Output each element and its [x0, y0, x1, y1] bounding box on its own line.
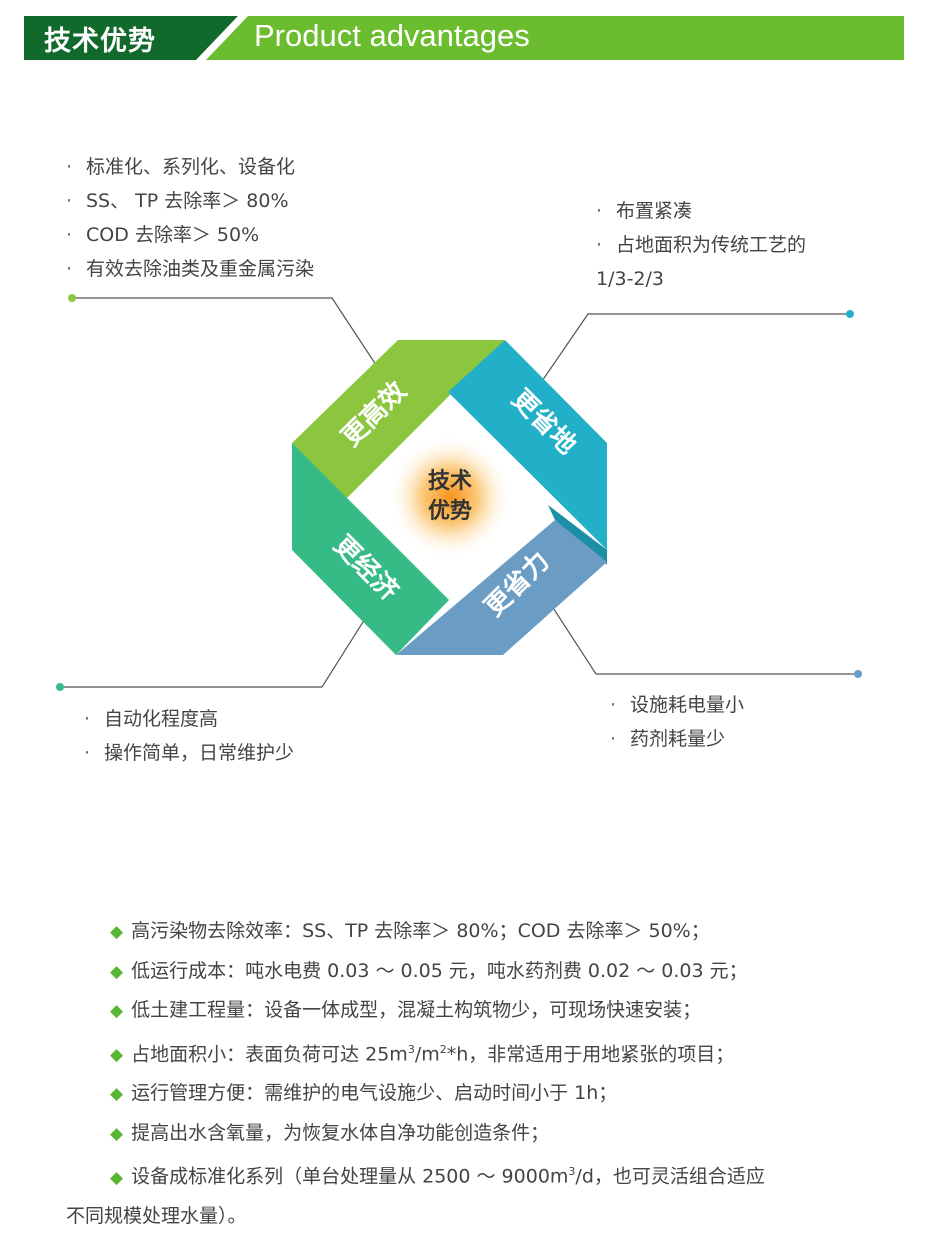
diamond-bullet-icon: ◆ [110, 1001, 124, 1021]
connector-lines [56, 294, 862, 691]
list-item: ·占地面积为传统工艺的 [596, 234, 807, 256]
callout-bottom-right: ·设施耗电量小 ·药剂耗量少 [610, 688, 744, 756]
diagram-segments [292, 340, 607, 655]
list-item: ·有效去除油类及重金属污染 [66, 258, 315, 280]
list-item: ·操作简单，日常维护少 [84, 742, 295, 764]
segment-space-saving [448, 340, 607, 550]
diamond-bullet-icon: ◆ [110, 961, 124, 982]
list-item: ·自动化程度高 [84, 708, 219, 730]
list-item: ·COD 去除率＞ 50% [66, 224, 260, 246]
banner-shape [24, 16, 904, 60]
list-item: ·布置紧凑 [596, 200, 693, 222]
list-item: ◆低土建工程量：设备一体成型，混凝土构筑物少，可现场快速安装； [110, 999, 702, 1021]
advantages-diagram: 更高效 更省地 更省力 更经济 技术 优势 [56, 294, 862, 691]
callout-bottom-left: ·自动化程度高 ·操作简单，日常维护少 [84, 702, 294, 770]
diamond-bullet-icon: ◆ [110, 1044, 124, 1065]
callout-top-right: ·布置紧凑 ·占地面积为传统工艺的 1/3-2/3 [596, 194, 806, 296]
list-item: ◆设备成标准化系列（单台处理量从 2500 ～ 9000m3/d，也可灵活组合适… [66, 1165, 765, 1228]
header-banner: 技术优势 Product advantages [24, 16, 904, 60]
list-item: ◆低运行成本：吨水电费 0.03 ～ 0.05 元，吨水药剂费 0.02 ～ 0… [110, 959, 748, 982]
list-item: ◆占地面积小：表面负荷可达 25m3/m2*h，非常适用于用地紧张的项目； [110, 1042, 735, 1065]
list-item: ◆运行管理方便：需维护的电气设施少、启动时间小于 1h； [110, 1082, 618, 1105]
segment-more-efficient [292, 340, 505, 500]
diamond-bullet-icon: ◆ [110, 922, 124, 942]
advantages-list: ◆高污染物去除效率：SS、TP 去除率＞ 80%；COD 去除率＞ 50%； ◆… [66, 912, 900, 1236]
diamond-bullet-icon: ◆ [110, 1084, 124, 1105]
center-label-line1: 技术 [428, 468, 472, 494]
list-item: 1/3-2/3 [596, 268, 665, 290]
segment-economical [292, 443, 449, 655]
list-item: ·药剂耗量少 [610, 728, 726, 750]
list-item: ·标准化、系列化、设备化 [66, 156, 296, 178]
segment-shadow [548, 505, 607, 565]
diamond-bullet-icon: ◆ [110, 1167, 124, 1188]
diamond-bullet-icon: ◆ [110, 1123, 124, 1144]
list-item: ◆高污染物去除效率：SS、TP 去除率＞ 80%；COD 去除率＞ 50%； [110, 920, 710, 942]
banner-title-en: Product advantages [254, 18, 530, 53]
callout-top-left: ·标准化、系列化、设备化 ·SS、 TP 去除率＞ 80% ·COD 去除率＞ … [66, 150, 314, 286]
segment-labor-saving [396, 520, 607, 655]
list-item: ·设施耗电量小 [610, 694, 745, 716]
banner-title-cn: 技术优势 [44, 26, 156, 57]
center-label-line2: 优势 [428, 498, 472, 524]
center-glow [388, 435, 512, 559]
list-item: ·SS、 TP 去除率＞ 80% [66, 190, 289, 212]
list-item: ◆提高出水含氧量，为恢复水体自净功能创造条件； [110, 1121, 550, 1144]
